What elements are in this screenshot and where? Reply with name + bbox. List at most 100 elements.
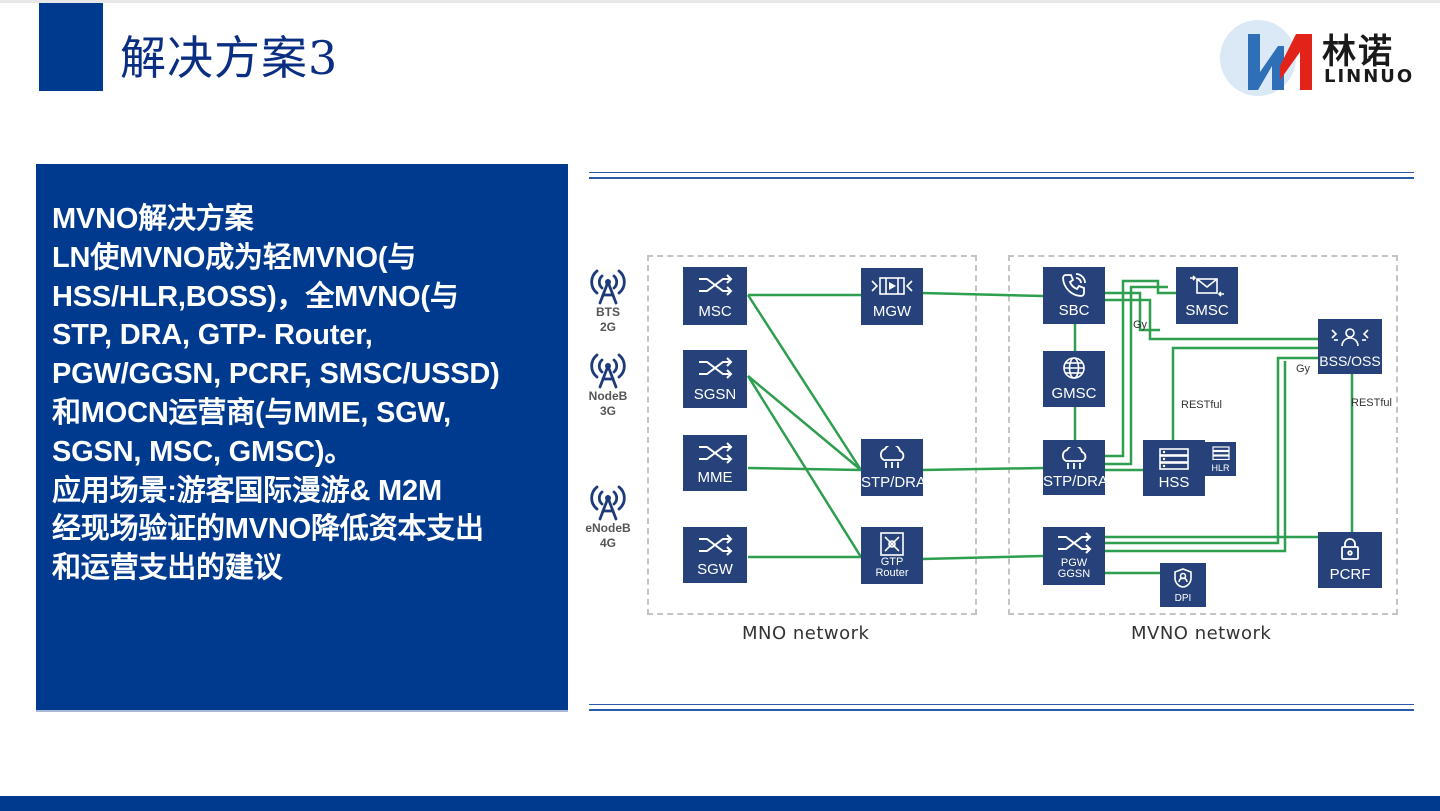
cloud-router-icon [1061, 447, 1087, 469]
switch-arrows-icon [699, 274, 733, 296]
node-dpi: DPI [1160, 563, 1206, 607]
node-label: SBC [1058, 302, 1090, 319]
network-diagram: MNO network MVNO network [580, 245, 1410, 655]
logo-english-text: LINNUO [1324, 66, 1415, 87]
link-mgw-sbc [921, 291, 1044, 298]
node-stp-dra-mvno: STP/DRA [1043, 440, 1109, 495]
linnuo-logo: 林诺 LINNUO [1218, 18, 1424, 98]
antenna-tower-icon [590, 353, 626, 389]
solution-text: MVNO解决方案 LN使MVNO成为轻MVNO(与 HSS/HLR,BOSS)，… [52, 200, 562, 588]
title-accent-bar [39, 3, 103, 91]
node-hss: HSS [1143, 440, 1205, 496]
cloud-router-icon [879, 446, 905, 468]
solution-line: 经现场验证的MVNO降低资本支出 [52, 513, 484, 546]
solution-line: MVNO解决方案 [52, 203, 254, 235]
link-sbc-bss [1105, 298, 1318, 341]
node-mme: MME [683, 435, 747, 491]
page-title: 解决方案3 [120, 31, 339, 85]
connection-lines [746, 279, 1354, 575]
node-sgw: SGW [683, 527, 747, 583]
solution-line: STP, DRA, GTP- Router, [52, 319, 373, 352]
node-sbc: SBC [1043, 267, 1105, 324]
solution-line: 和MOCN运营商(与MME, SGW, [52, 396, 451, 429]
solution-line: PGW/GGSN, PCRF, SMSC/USSD) [52, 358, 500, 391]
tower-label: eNodeB [585, 521, 631, 535]
users-icon [1331, 328, 1369, 347]
mvno-zone-label: MVNO network [1131, 623, 1272, 644]
link-sgsn-gtp [746, 375, 863, 558]
tower-label: NodeB [588, 389, 628, 403]
node-smsc: SMSC [1176, 267, 1238, 324]
mvno-zone [1008, 255, 1398, 615]
solution-line: SGSN, MSC, GMSC)。 [52, 435, 354, 468]
lock-icon [1341, 538, 1359, 560]
switch-arrows-icon [699, 534, 733, 556]
link-gtp-pgw [921, 554, 1044, 561]
logo-chinese-text: 林诺 [1322, 32, 1394, 72]
node-mgw: MGW [861, 268, 923, 325]
node-stp-dra-mno: STP/DRA [861, 439, 927, 496]
link-sgsn-stp [747, 375, 862, 471]
switch-arrows-icon [1058, 532, 1092, 554]
tower-gen: 4G [599, 536, 616, 550]
node-hlr: HLR [1205, 442, 1236, 476]
node-bss-oss: BSS/OSS [1318, 319, 1382, 374]
node-label: MSC [698, 303, 732, 320]
edge-label-gy: Gy [1133, 319, 1148, 331]
link-stp-bus [1105, 285, 1168, 466]
globe-icon [1063, 357, 1085, 379]
tower-gen: 2G [599, 320, 616, 334]
pgw-line2: GGSN [1057, 568, 1091, 580]
antenna-tower-icon [590, 485, 626, 521]
top-border [0, 0, 1440, 3]
gtp-crosshair-icon [880, 532, 904, 556]
node-label: GMSC [1051, 385, 1097, 402]
link-msc-stp [746, 294, 863, 471]
tower-bts: BTS 2G [580, 265, 636, 335]
edge-label-restful: RESTful [1181, 399, 1222, 411]
shield-icon [1174, 568, 1192, 588]
node-label: PCRF [1329, 566, 1371, 583]
node-label: HSS [1158, 474, 1190, 491]
link-pgw-bss-2 [1105, 361, 1287, 553]
node-label: STP/DRA [861, 474, 927, 491]
node-msc: MSC [683, 267, 747, 325]
edge-label-restful: RESTful [1351, 397, 1392, 409]
node-label: STP/DRA [1043, 473, 1109, 490]
link-hss-bss [1171, 346, 1318, 442]
switch-arrows-icon [699, 442, 733, 464]
gtp-line2: Router [875, 567, 909, 579]
mno-zone-label: MNO network [742, 623, 870, 644]
phone-icon [1062, 273, 1086, 297]
gtp-line1: GTP [880, 556, 904, 568]
node-pcrf: PCRF [1318, 532, 1382, 588]
node-label: MME [697, 469, 733, 486]
media-gateway-icon [871, 277, 913, 295]
solution-panel: MVNO解决方案 LN使MVNO成为轻MVNO(与 HSS/HLR,BOSS)，… [36, 164, 568, 712]
link-mme-stp [747, 466, 862, 472]
solution-line: 和运营支出的建议 [52, 552, 283, 585]
tower-gen: 3G [599, 404, 616, 418]
antenna-tower-icon [590, 269, 626, 305]
tower-label: BTS [596, 305, 620, 319]
node-label: SMSC [1185, 302, 1229, 319]
diagram-top-rule [589, 172, 1414, 179]
link-pgw-bss [1105, 356, 1318, 545]
node-label: SGW [697, 561, 733, 578]
tower-nodeb: NodeB 3G [580, 349, 636, 419]
solution-line: LN使MVNO成为轻MVNO(与 [52, 241, 417, 274]
mno-zone [647, 255, 977, 615]
node-label: SGSN [693, 386, 737, 403]
footer-bar [0, 796, 1440, 811]
tower-enodeb: eNodeB 4G [580, 481, 636, 551]
pgw-line1: PGW [1060, 557, 1088, 569]
server-stack-icon [1211, 446, 1230, 460]
solution-line: HSS/HLR,BOSS)，全MVNO(与 [52, 280, 459, 313]
solution-line: 应用场景:游客国际漫游& M2M [52, 474, 442, 507]
node-label: BSS/OSS [1319, 353, 1381, 369]
node-label: DPI [1174, 593, 1192, 604]
